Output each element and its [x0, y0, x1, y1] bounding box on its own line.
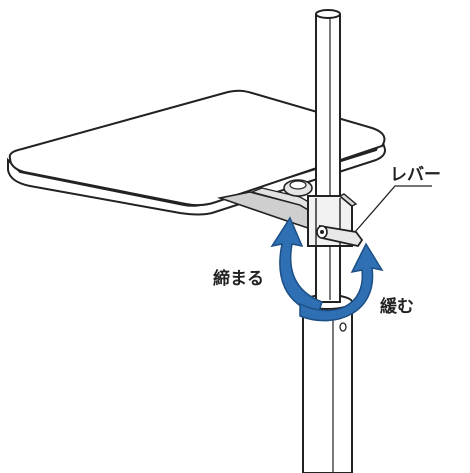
pole-hole — [339, 322, 347, 332]
table-top — [7, 89, 386, 216]
tighten-label: 締まる — [213, 269, 264, 289]
tighten-arrow — [270, 216, 323, 315]
loosen-label: 緩む — [380, 297, 414, 317]
lever-leader-line — [354, 185, 432, 233]
pole-collar — [283, 179, 313, 197]
lever-handle — [316, 224, 364, 248]
loosen-arrow — [299, 242, 384, 322]
lower-pole — [302, 294, 353, 473]
lever-label: レバー — [390, 165, 441, 185]
upper-pole — [315, 9, 341, 303]
